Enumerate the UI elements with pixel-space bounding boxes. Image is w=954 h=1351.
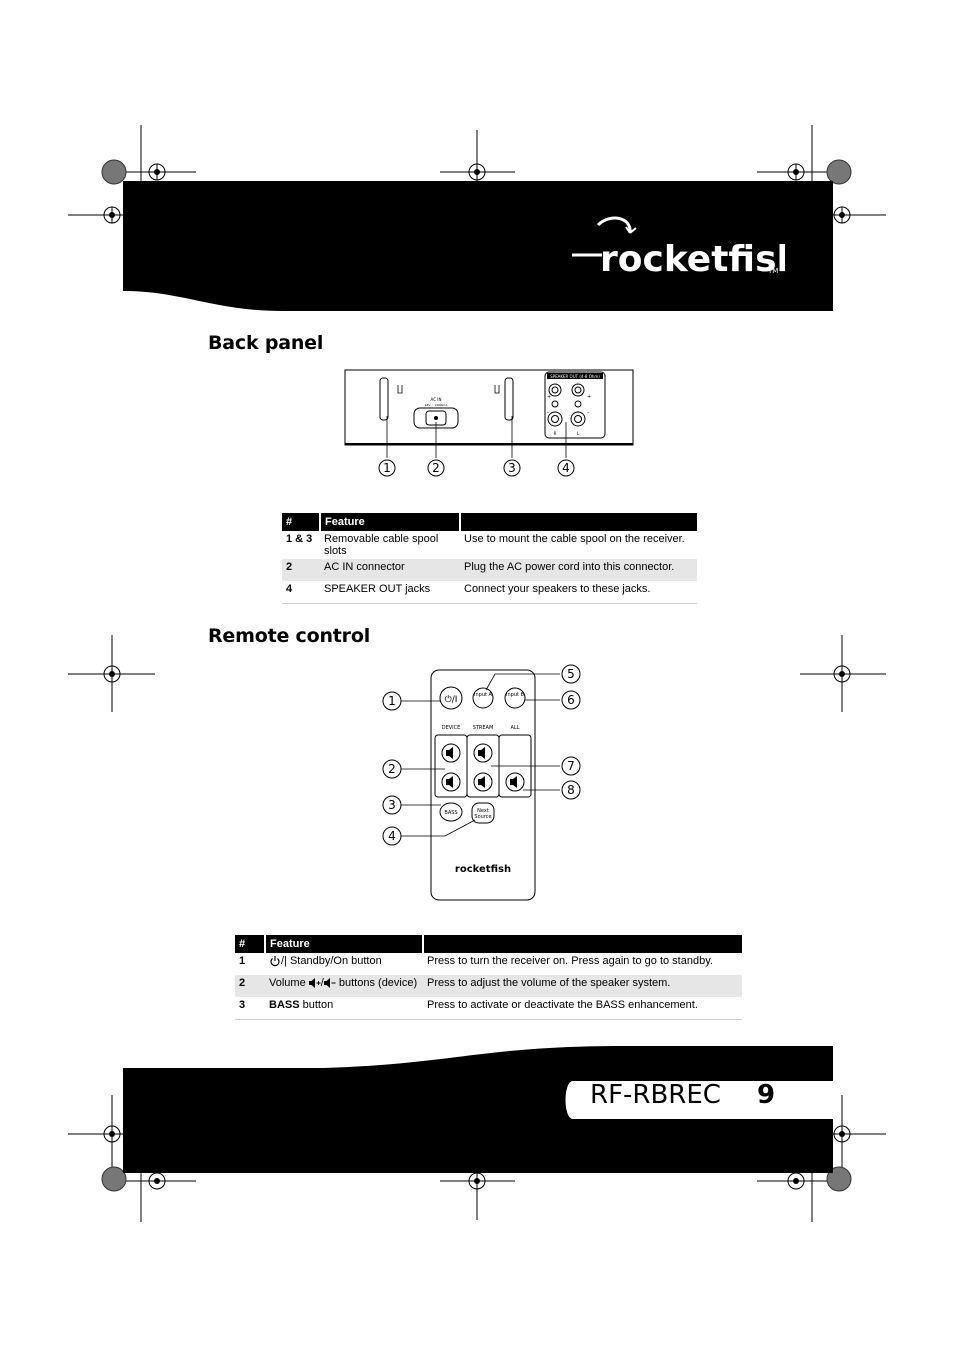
header-num: # <box>235 935 265 953</box>
input-b-label: Input B <box>506 692 525 698</box>
row-feature-text: /| Standby/On button <box>281 955 382 967</box>
row-description: Plug the AC power cord into this connect… <box>460 559 697 581</box>
callout-2: 2 <box>388 762 396 776</box>
bass-button-label: BASS <box>444 810 457 816</box>
row-num: 2 <box>282 559 320 581</box>
row-feature-suffix: buttons (device) <box>338 977 418 989</box>
speaker-out-label: SPEAKER OUT (4-8 Ohm) <box>550 374 600 379</box>
row-num: 1 <box>239 955 246 967</box>
callout-1: 1 <box>383 461 391 475</box>
row-num: 1 & 3 <box>286 533 313 545</box>
footer-band <box>123 1046 833 1173</box>
remote-logo-text: rocketfish <box>455 864 511 875</box>
remote-control-title: Remote control <box>208 625 371 647</box>
source-button-label: Source <box>474 814 491 820</box>
callout-4: 4 <box>562 461 570 475</box>
left-channel-label: L <box>577 431 580 436</box>
table-row: 2 Volume / buttons (device) Press to adj… <box>235 975 742 997</box>
callout-2: 2 <box>432 461 440 475</box>
rocketfish-logo: rocketfish TM <box>572 216 785 280</box>
callout-3: 3 <box>388 798 396 812</box>
callout-6: 6 <box>567 693 575 707</box>
group-label-all: ALL <box>511 725 520 731</box>
row-feature: /| Standby/On button <box>265 953 423 975</box>
ac-rating-label: 18V ⎓ 2000mA <box>425 403 449 407</box>
plus-left: + <box>547 394 551 400</box>
callout-3: 3 <box>508 461 516 475</box>
row-description: Press to turn the receiver on. Press aga… <box>427 955 713 967</box>
header-feature: Feature <box>319 513 460 531</box>
callout-8: 8 <box>567 783 575 797</box>
right-channel-label: R <box>554 431 557 436</box>
row-feature: Removable cable spool slots <box>324 533 439 557</box>
callout-7: 7 <box>567 759 575 773</box>
row-feature: BASS button <box>265 997 423 1020</box>
input-a-label: Input A <box>474 692 493 698</box>
back-panel-title: Back panel <box>208 332 324 354</box>
header-band <box>123 181 833 311</box>
table-row: 3 BASS button Press to activate or deact… <box>235 997 742 1020</box>
volume-up-icon <box>308 978 321 989</box>
header-feature: Feature <box>264 935 423 953</box>
next-button-label: Next <box>477 808 489 814</box>
group-label-device: DEVICE <box>442 725 461 731</box>
callout-5: 5 <box>567 667 575 681</box>
model-name: RF-RBREC <box>590 1080 721 1110</box>
row-feature-suffix: button <box>302 999 334 1011</box>
row-num: 3 <box>235 997 265 1020</box>
logo-text: rocketfish <box>600 239 785 280</box>
row-description: Press to activate or deactivate the BASS… <box>423 997 742 1020</box>
page-number: 9 <box>757 1080 776 1110</box>
row-description: Connect your speakers to these jacks. <box>460 581 697 604</box>
table-row: 1 /| Standby/On button Press to turn the… <box>235 953 742 975</box>
logo-trademark: TM <box>767 267 778 275</box>
minus-right: – <box>587 410 590 416</box>
table-row: 4 SPEAKER OUT jacks Connect your speaker… <box>282 581 697 604</box>
header-description <box>422 935 742 953</box>
callout-4: 4 <box>388 829 396 843</box>
row-num: 4 <box>282 581 320 604</box>
table-row: 1 & 3 Removable cable spool slots Use to… <box>282 531 697 559</box>
row-num: 2 <box>235 975 265 997</box>
row-feature-bold: BASS <box>269 999 300 1011</box>
minus-left: – <box>547 410 550 416</box>
table-row: 2 AC IN connector Plug the AC power cord… <box>282 559 697 581</box>
row-description: Press to adjust the volume of the speake… <box>423 975 742 997</box>
row-feature-prefix: Volume <box>269 977 306 989</box>
back-panel-diagram: AC IN 18V ⎓ 2000mA SPEAKER OUT (4-8 Ohm)… <box>344 369 634 477</box>
row-feature: SPEAKER OUT jacks <box>320 581 460 604</box>
remote-control-table: # Feature 1 /| Standby/On button Press t… <box>235 935 742 1020</box>
power-icon <box>270 956 280 967</box>
power-button-glyph: ⏻/I <box>445 694 458 705</box>
row-feature: Volume / buttons (device) <box>265 975 423 997</box>
group-label-stream: STREAM <box>473 725 494 731</box>
header-description <box>459 513 697 531</box>
table-header-row: # Feature <box>235 935 742 953</box>
row-description: Use to mount the cable spool on the rece… <box>464 533 685 545</box>
plus-right: + <box>587 394 591 400</box>
header-num: # <box>282 513 320 531</box>
row-feature: AC IN connector <box>320 559 460 581</box>
table-header-row: # Feature <box>282 513 697 531</box>
remote-control-diagram: ⏻/I Input A Input B DEVICE STREAM ALL BA… <box>382 664 581 901</box>
back-panel-table: # Feature 1 & 3 Removable cable spool sl… <box>282 513 697 604</box>
volume-down-icon <box>323 978 336 989</box>
ac-in-label: AC IN <box>431 397 442 402</box>
callout-1: 1 <box>388 694 396 708</box>
